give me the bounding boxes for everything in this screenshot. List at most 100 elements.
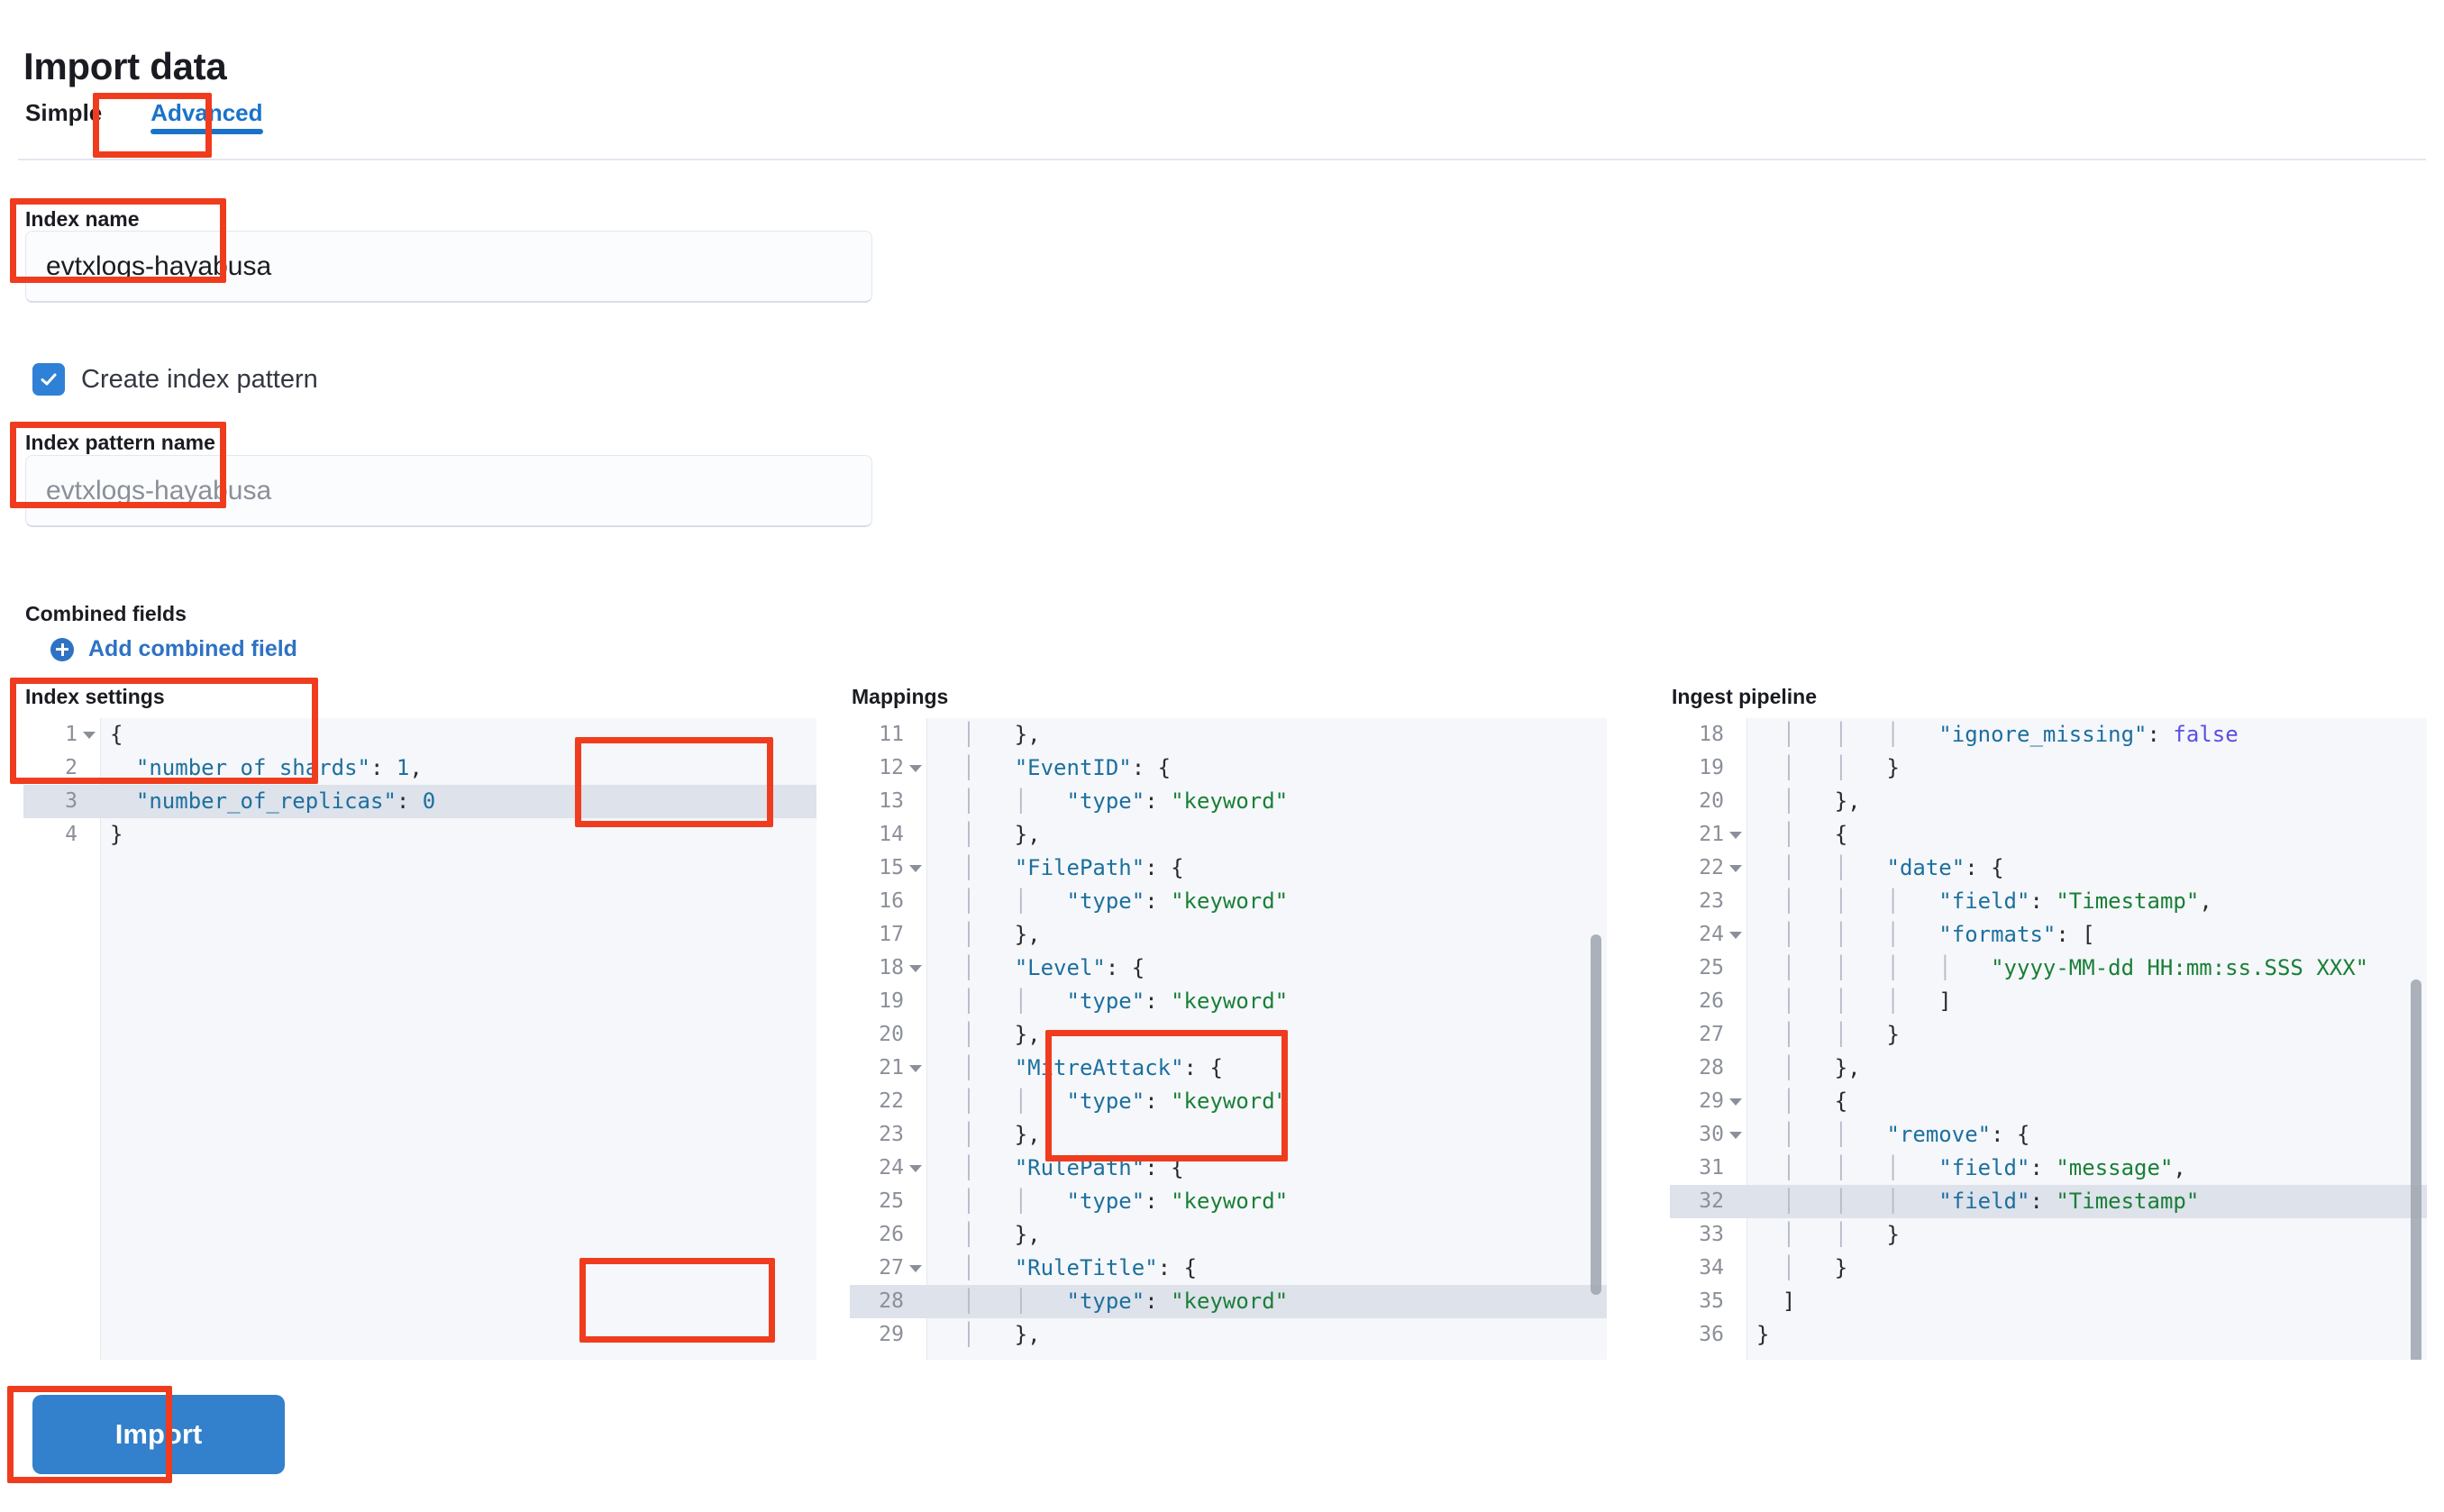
- mappings-scrollbar[interactable]: [1591, 934, 1601, 1295]
- line-number: 18: [850, 952, 927, 985]
- combined-fields-label: Combined fields: [25, 602, 187, 625]
- code-text: }: [110, 822, 123, 847]
- code-line[interactable]: 28 │ },: [1670, 1052, 2427, 1085]
- code-line[interactable]: 24 │ │ │ "formats": [: [1670, 918, 2427, 952]
- line-number: 4: [65, 823, 78, 846]
- code-text: │ │ │ │ "yyyy-MM-dd HH:mm:ss.SSS XXX": [1756, 955, 2369, 980]
- code-text: │ │ }: [1756, 1022, 1900, 1047]
- fold-toggle-icon[interactable]: [909, 964, 922, 972]
- code-line[interactable]: 11 │ },: [850, 718, 1607, 751]
- code-line[interactable]: 12 │ "EventID": {: [850, 751, 1607, 785]
- code-line[interactable]: 34 │ }: [1670, 1252, 2427, 1285]
- code-line[interactable]: 32 │ │ │ "field": "Timestamp": [1670, 1185, 2427, 1218]
- fold-toggle-icon[interactable]: [1729, 931, 1742, 939]
- code-text: │ },: [936, 1122, 1041, 1147]
- tab-simple[interactable]: Simple: [25, 99, 125, 147]
- code-line[interactable]: 13 │ │ "type": "keyword": [850, 785, 1607, 818]
- page-title: Import data: [23, 45, 227, 88]
- code-text: │ {: [1756, 822, 1848, 847]
- line-number: 20: [1699, 789, 1724, 813]
- gutter-background: [850, 718, 927, 1360]
- fold-toggle-icon[interactable]: [1729, 831, 1742, 839]
- code-line[interactable]: 15 │ "FilePath": {: [850, 852, 1607, 885]
- checkbox-checked-icon[interactable]: [32, 363, 65, 396]
- code-line[interactable]: 19 │ │ }: [1670, 751, 2427, 785]
- code-line[interactable]: 16 │ │ "type": "keyword": [850, 885, 1607, 918]
- fold-toggle-icon[interactable]: [909, 864, 922, 872]
- create-index-pattern-row[interactable]: Create index pattern: [32, 363, 318, 396]
- fold-toggle-icon[interactable]: [83, 731, 96, 739]
- line-number: 27: [850, 1252, 927, 1285]
- code-line[interactable]: 27 │ │ }: [1670, 1018, 2427, 1052]
- tab-bar: Simple Advanced: [25, 99, 288, 147]
- code-text: │ },: [936, 1022, 1041, 1047]
- code-line[interactable]: 18 │ │ │ "ignore_missing": false: [1670, 718, 2427, 751]
- fold-toggle-icon[interactable]: [909, 1164, 922, 1172]
- line-number: 13: [879, 789, 904, 813]
- code-line[interactable]: 26 │ },: [850, 1218, 1607, 1252]
- code-line[interactable]: 33 │ │ }: [1670, 1218, 2427, 1252]
- code-line[interactable]: 19 │ │ "type": "keyword": [850, 985, 1607, 1018]
- line-number: 34: [1699, 1256, 1724, 1280]
- mappings-editor[interactable]: 11 │ },12 │ "EventID": {13 │ │ "type": "…: [850, 718, 1607, 1360]
- code-line[interactable]: 26 │ │ │ ]: [1670, 985, 2427, 1018]
- index-settings-editor[interactable]: 1{2 "number_of_shards": 1,3 "number_of_r…: [23, 718, 816, 1360]
- code-line[interactable]: 2 "number_of_shards": 1,: [23, 751, 816, 785]
- code-line[interactable]: 22 │ │ "type": "keyword": [850, 1085, 1607, 1118]
- import-button[interactable]: Import: [32, 1395, 285, 1474]
- code-line[interactable]: 21 │ {: [1670, 818, 2427, 852]
- code-line[interactable]: 3 "number_of_replicas": 0: [23, 785, 816, 818]
- line-number: 35: [1699, 1289, 1724, 1313]
- code-line[interactable]: 30 │ │ "remove": {: [1670, 1118, 2427, 1152]
- add-combined-field-button[interactable]: Add combined field: [50, 636, 297, 662]
- line-number: 23: [879, 1123, 904, 1146]
- create-index-pattern-label[interactable]: Create index pattern: [81, 364, 318, 394]
- code-line[interactable]: 24 │ "RulePath": {: [850, 1152, 1607, 1185]
- code-line[interactable]: 31 │ │ │ "field": "message",: [1670, 1152, 2427, 1185]
- line-number: 26: [1699, 989, 1724, 1013]
- code-text: │ │ │ ]: [1756, 988, 1952, 1014]
- tab-advanced[interactable]: Advanced: [125, 99, 287, 147]
- index-name-input[interactable]: [25, 231, 872, 303]
- code-text: │ │ "type": "keyword": [936, 1189, 1289, 1214]
- code-line[interactable]: 20 │ },: [1670, 785, 2427, 818]
- line-number: 15: [850, 852, 927, 885]
- fold-toggle-icon[interactable]: [1729, 864, 1742, 872]
- code-line[interactable]: 18 │ "Level": {: [850, 952, 1607, 985]
- code-line[interactable]: 28 │ │ "type": "keyword": [850, 1285, 1607, 1318]
- code-line[interactable]: 23 │ },: [850, 1118, 1607, 1152]
- line-number: 21: [1670, 818, 1747, 852]
- code-line[interactable]: 1{: [23, 718, 816, 751]
- code-line[interactable]: 25 │ │ "type": "keyword": [850, 1185, 1607, 1218]
- code-line[interactable]: 36}: [1670, 1318, 2427, 1352]
- fold-toggle-icon[interactable]: [909, 1064, 922, 1072]
- fold-toggle-icon[interactable]: [1729, 1131, 1742, 1139]
- code-text: │ │ "type": "keyword": [936, 888, 1289, 914]
- code-line[interactable]: 20 │ },: [850, 1018, 1607, 1052]
- code-text: │ │ }: [1756, 1222, 1900, 1247]
- code-line[interactable]: 21 │ "MitreAttack": {: [850, 1052, 1607, 1085]
- code-text: │ "RuleTitle": {: [936, 1255, 1198, 1280]
- code-line[interactable]: 17 │ },: [850, 918, 1607, 952]
- line-number: 36: [1699, 1323, 1724, 1346]
- code-line[interactable]: 35 ]: [1670, 1285, 2427, 1318]
- code-text: │ │ "type": "keyword": [936, 1088, 1289, 1114]
- ingest-pipeline-scrollbar[interactable]: [2411, 979, 2421, 1360]
- code-line[interactable]: 27 │ "RuleTitle": {: [850, 1252, 1607, 1285]
- fold-toggle-icon[interactable]: [1729, 1098, 1742, 1106]
- line-number: 31: [1699, 1156, 1724, 1180]
- ingest-pipeline-title: Ingest pipeline: [1672, 685, 1818, 708]
- code-line[interactable]: 25 │ │ │ │ "yyyy-MM-dd HH:mm:ss.SSS XXX": [1670, 952, 2427, 985]
- code-line[interactable]: 14 │ },: [850, 818, 1607, 852]
- fold-toggle-icon[interactable]: [909, 764, 922, 772]
- code-line[interactable]: 23 │ │ │ "field": "Timestamp",: [1670, 885, 2427, 918]
- fold-toggle-icon[interactable]: [909, 1264, 922, 1272]
- code-text: │ },: [936, 1322, 1041, 1347]
- code-line[interactable]: 29 │ {: [1670, 1085, 2427, 1118]
- code-line[interactable]: 22 │ │ "date": {: [1670, 852, 2427, 885]
- code-text: {: [110, 722, 123, 747]
- index-pattern-name-input[interactable]: [25, 455, 872, 527]
- code-line[interactable]: 29 │ },: [850, 1318, 1607, 1352]
- code-line[interactable]: 4}: [23, 818, 816, 852]
